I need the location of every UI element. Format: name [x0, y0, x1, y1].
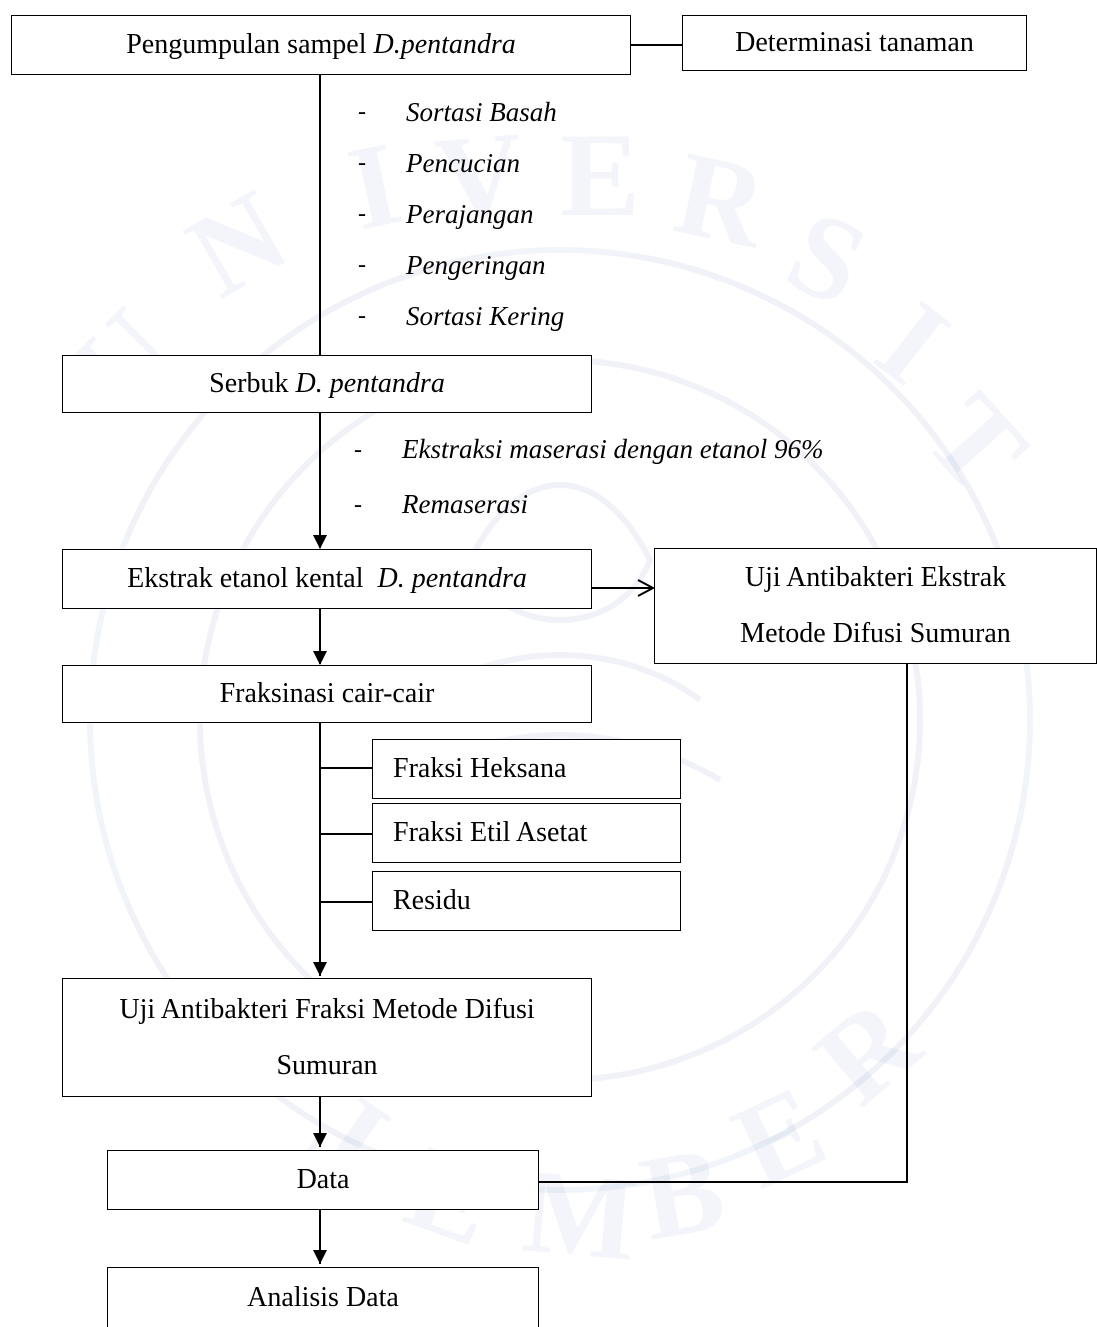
node-data: Data: [107, 1150, 539, 1210]
step-item: Sortasi Basah: [406, 97, 557, 127]
connector-uji-ekstrak-to-data: [538, 664, 908, 1183]
node-text: Fraksinasi cair-cair: [219, 678, 435, 709]
node-text: Ekstrak etanol kental: [127, 563, 378, 594]
node-text-line-1: Uji Antibakteri Fraksi Metode Difusi: [119, 993, 535, 1025]
arrowhead: [313, 651, 327, 665]
node-determinasi-tanaman: Determinasi tanaman: [682, 15, 1027, 71]
node-analisis-data: Analisis Data: [107, 1267, 539, 1327]
node-fraksi-etil-asetat: Fraksi Etil Asetat: [372, 803, 681, 863]
node-text-line-2: Metode Difusi Sumuran: [740, 618, 1011, 649]
node-pengumpulan-sampel: Pengumpulan sampel D.pentandra: [11, 15, 631, 75]
node-serbuk: Serbuk D. pentandra: [62, 355, 592, 413]
node-text: Pengumpulan sampel: [126, 29, 374, 60]
step-dash: -: [354, 437, 362, 463]
step-dash: -: [358, 150, 366, 176]
step-dash: -: [358, 201, 366, 227]
node-uji-antibakteri-fraksi: Uji Antibakteri Fraksi Metode Difusi Sum…: [62, 978, 592, 1097]
node-text-line-1: Uji Antibakteri Ekstrak: [744, 562, 1007, 593]
arrowhead: [313, 535, 327, 549]
node-text-italic: D. pentandra: [295, 368, 445, 399]
step-item: Ekstraksi maserasi dengan etanol 96%: [402, 434, 824, 464]
node-text-italic: D.pentandra: [373, 29, 516, 60]
node-fraksinasi: Fraksinasi cair-cair: [62, 665, 592, 723]
step-dash: -: [358, 252, 366, 278]
node-text: Determinasi tanaman: [735, 27, 974, 58]
arrowhead: [313, 1250, 327, 1264]
node-text-line-2: Sumuran: [276, 1049, 378, 1081]
step-item: Pengeringan: [406, 250, 546, 280]
step-dash: -: [358, 99, 366, 125]
node-text: Fraksi Etil Asetat: [393, 817, 588, 848]
step-item: Remaserasi: [402, 489, 528, 519]
node-text: Serbuk: [209, 368, 296, 399]
arrowhead: [313, 962, 327, 976]
step-item: Perajangan: [406, 199, 534, 229]
step-dash: -: [358, 303, 366, 329]
arrowhead-open: [637, 579, 656, 597]
step-item: Sortasi Kering: [406, 301, 565, 331]
node-text: Fraksi Heksana: [393, 753, 567, 784]
node-residu: Residu: [372, 871, 681, 931]
arrowhead: [313, 1133, 327, 1147]
node-uji-antibakteri-ekstrak: Uji Antibakteri Ekstrak Metode Difusi Su…: [654, 548, 1097, 664]
node-text: Data: [296, 1164, 350, 1195]
node-ekstrak-etanol: Ekstrak etanol kental D. pentandra: [62, 549, 592, 609]
node-text-italic: D. pentandra: [377, 563, 527, 594]
node-fraksi-heksana: Fraksi Heksana: [372, 739, 681, 799]
step-item: Pencucian: [406, 148, 520, 178]
node-text: Analisis Data: [247, 1281, 399, 1313]
node-text: Residu: [393, 885, 471, 916]
step-dash: -: [354, 492, 362, 518]
